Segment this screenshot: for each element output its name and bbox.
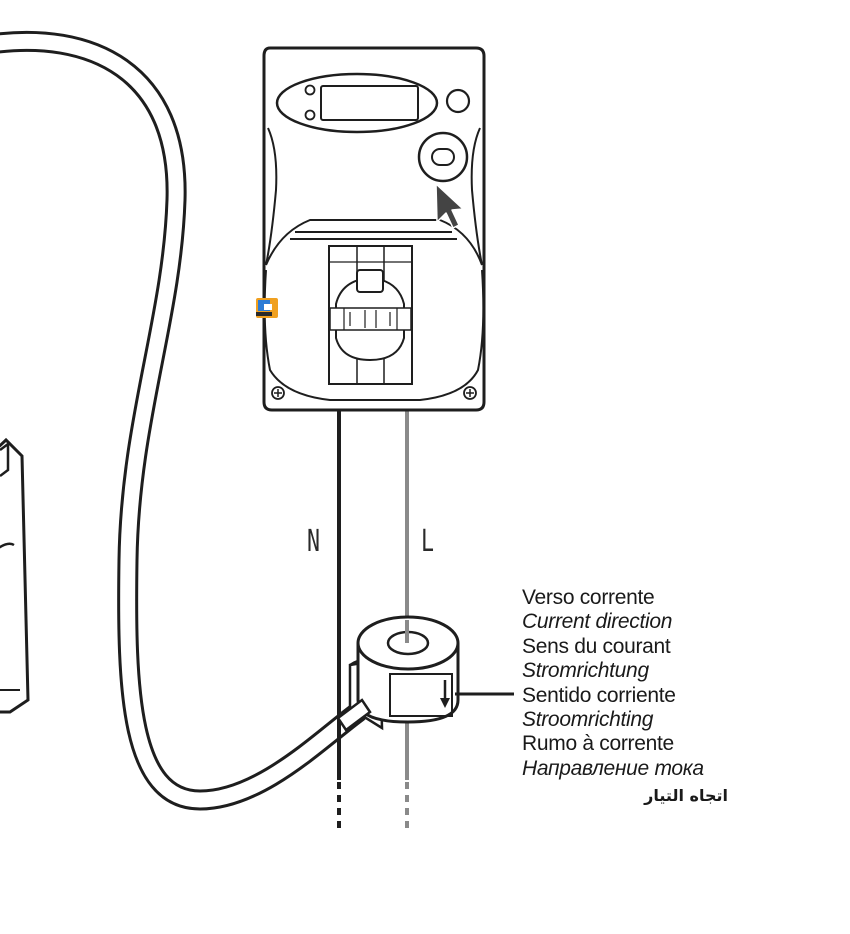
cursor-arrow-icon <box>435 183 464 229</box>
legend-line-de: Stromrichtung <box>522 659 649 683</box>
legend-line-ar: اتجاه التيار <box>644 786 728 806</box>
current-clamp-icon <box>336 615 460 732</box>
line-wire-label: L <box>421 524 434 559</box>
push-button-icon <box>417 88 471 183</box>
legend-line-pt: Rumo à corrente <box>522 732 674 756</box>
display-window-icon <box>275 72 439 134</box>
led-indicator-icon <box>304 84 316 121</box>
legend-line-nl: Stroomrichting <box>522 708 654 732</box>
gateway-device-icon <box>0 437 30 714</box>
legend-line-es: Sentido corriente <box>522 683 676 707</box>
circuit-breaker-icon <box>328 245 413 385</box>
legend-line-en: Current direction <box>522 610 673 634</box>
legend-line-fr: Sens du courant <box>522 634 671 658</box>
app-badge-icon <box>256 298 278 318</box>
direction-arrow-icon <box>440 680 450 708</box>
current-direction-legend: Verso corrente Current direction Sens du… <box>522 586 822 809</box>
screw-icon <box>271 386 477 400</box>
neutral-wire-label: N <box>307 524 320 559</box>
legend-line-it: Verso corrente <box>522 586 655 609</box>
sensor-cable <box>0 30 369 811</box>
legend-line-ru: Направление тока <box>522 756 704 780</box>
